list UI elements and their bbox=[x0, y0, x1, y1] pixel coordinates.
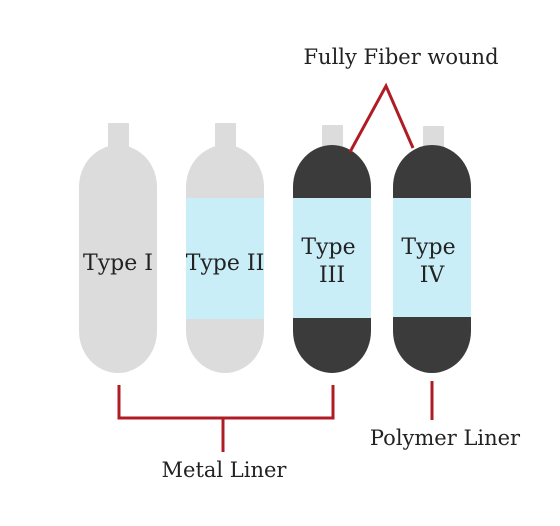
label-type-1: Type I bbox=[83, 251, 153, 276]
cylinder-type-4: Type IV bbox=[393, 126, 471, 373]
valve-type-1 bbox=[108, 123, 129, 149]
band-type-2 bbox=[186, 198, 264, 319]
cylinder-type-3: Type III bbox=[293, 125, 371, 373]
label-type-2: Type II bbox=[186, 251, 265, 276]
fiber-wound-connector bbox=[348, 82, 415, 153]
valve-type-4 bbox=[423, 126, 444, 149]
label-type-3: Type III bbox=[301, 235, 362, 288]
cylinder-type-1: Type I bbox=[79, 123, 157, 373]
valve-type-3 bbox=[322, 125, 343, 149]
polymer-liner-label: Polymer Liner bbox=[370, 426, 521, 450]
label-type-4: Type IV bbox=[401, 235, 462, 288]
valve-type-2 bbox=[215, 123, 236, 149]
label-type-3-line-1: Type bbox=[301, 235, 355, 260]
band-type-3 bbox=[293, 198, 371, 318]
fiber-wound-label: Fully Fiber wound bbox=[303, 45, 498, 69]
label-type-3-line-2: III bbox=[319, 263, 345, 288]
label-type-4-line-1: Type bbox=[401, 235, 455, 260]
cylinder-type-2: Type II bbox=[186, 123, 265, 373]
label-type-4-line-2: IV bbox=[420, 263, 446, 288]
metal-liner-bracket bbox=[117, 385, 335, 420]
body-type-1 bbox=[79, 145, 157, 373]
band-type-4 bbox=[393, 198, 471, 317]
metal-liner-label: Metal Liner bbox=[162, 458, 288, 482]
